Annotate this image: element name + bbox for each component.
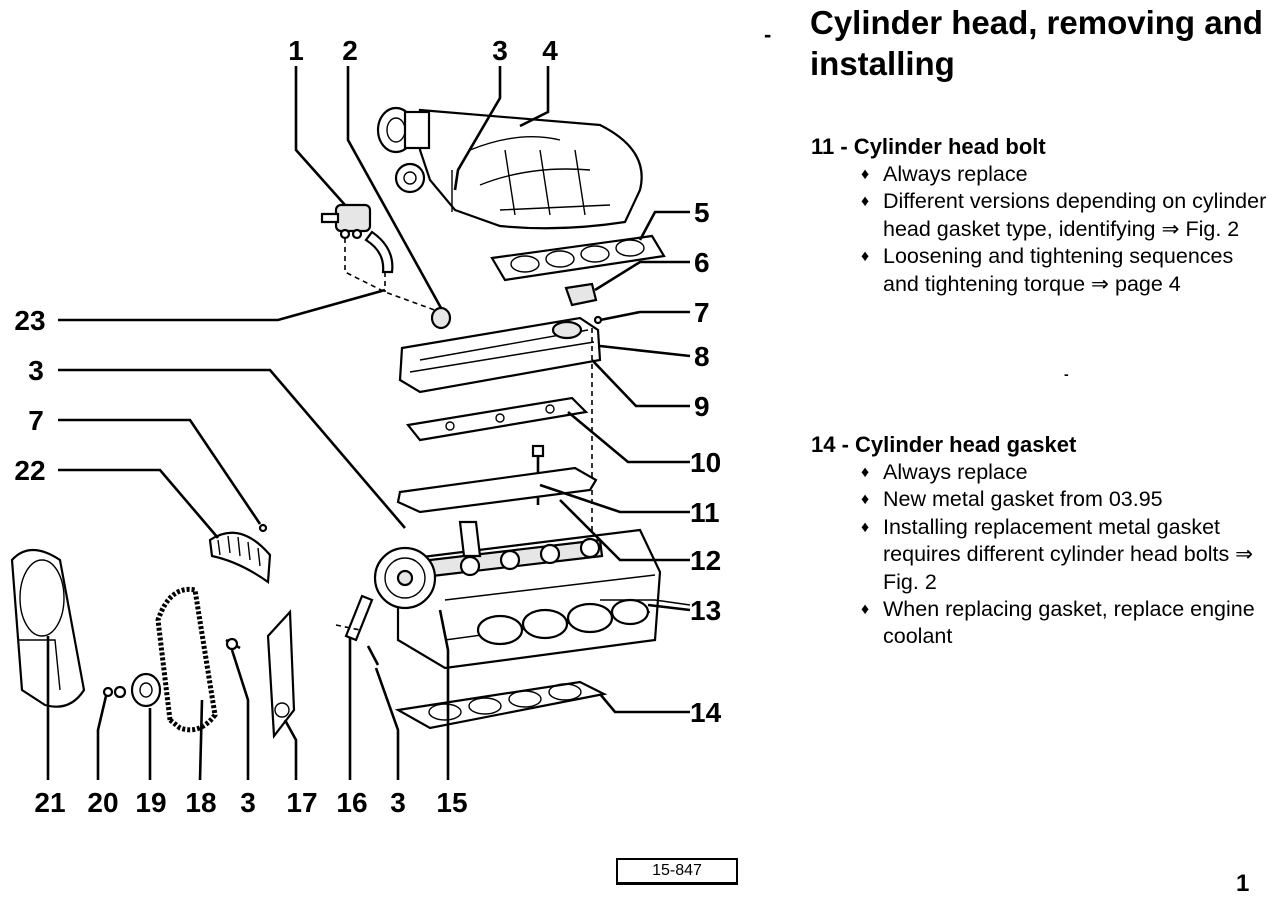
exploded-view-diagram: 1 2 3 4 5 6 7 8 9 10 11 12 13 14 3 7 22 … xyxy=(10,35,722,818)
diamond-bullet-icon: ♦ xyxy=(861,464,870,481)
list-item: ♦Different versions depending on cylinde… xyxy=(861,189,1267,241)
callout-6: 6 xyxy=(694,247,710,278)
list-item: ♦Always replace xyxy=(861,161,1271,188)
bullet-list: ♦Always replace ♦Different versions depe… xyxy=(811,161,1271,298)
manifold-gasket xyxy=(490,234,666,282)
callout-8: 8 xyxy=(694,341,710,372)
callout-18: 18 xyxy=(185,787,216,818)
callout-3-bottom: 3 xyxy=(240,787,256,818)
callout-20: 20 xyxy=(87,787,118,818)
diamond-bullet-icon: ♦ xyxy=(861,491,870,509)
callout-13: 13 xyxy=(690,595,721,626)
callout-23: 23 xyxy=(14,305,45,336)
callout-7-left: 7 xyxy=(28,405,44,436)
rear-belt-guard xyxy=(208,523,272,585)
section-cylinder-head-bolt: 11 - Cylinder head bolt ♦Always replace … xyxy=(811,133,1271,298)
callout-22: 22 xyxy=(14,455,45,486)
section-heading: 11 - Cylinder head bolt xyxy=(811,134,1046,159)
callout-5: 5 xyxy=(694,197,710,228)
callout-12: 12 xyxy=(690,545,721,576)
diamond-bullet-icon: ♦ xyxy=(861,193,870,211)
list-item: ♦Installing replacement metal gasket req… xyxy=(861,514,1254,594)
bullet-list: ♦Always replace ♦New metal gasket from 0… xyxy=(811,459,1271,651)
callout-21: 21 xyxy=(34,787,65,818)
section-heading: 14 - Cylinder head gasket xyxy=(811,432,1077,457)
nut xyxy=(102,686,114,698)
callout-11: 11 xyxy=(690,497,720,528)
callout-15: 15 xyxy=(436,787,467,818)
callout-2: 2 xyxy=(342,35,358,66)
diamond-bullet-icon: ♦ xyxy=(861,601,870,619)
cylinder-head xyxy=(373,520,662,670)
callout-7: 7 xyxy=(694,297,710,328)
callout-9: 9 xyxy=(694,391,710,422)
callout-3-left: 3 xyxy=(28,355,44,386)
bolt xyxy=(366,645,380,666)
seal-strip xyxy=(396,466,598,514)
oil-filler-cap xyxy=(430,306,452,330)
toothed-belt xyxy=(155,586,218,733)
callout-17: 17 xyxy=(286,787,317,818)
section-cylinder-head-gasket: 14 - Cylinder head gasket ♦Always replac… xyxy=(811,431,1271,651)
callout-3: 3 xyxy=(492,35,508,66)
diamond-bullet-icon: ♦ xyxy=(861,166,870,183)
toothed-belt-cover xyxy=(10,548,86,708)
intake-manifold-upper xyxy=(376,106,643,230)
callout-16: 16 xyxy=(336,787,367,818)
callout-numbers: 1 2 3 4 5 6 7 8 9 10 11 12 13 14 3 7 22 … xyxy=(14,35,721,818)
margin-dash: - xyxy=(764,22,772,47)
page-title: Cylinder head, removing and installing xyxy=(810,4,1263,82)
tensioner-lever xyxy=(344,594,374,642)
callout-4: 4 xyxy=(542,35,558,66)
list-item: ♦New metal gasket from 03.95 xyxy=(861,486,1271,513)
margin-dash: - xyxy=(1064,366,1069,382)
breather-fitting xyxy=(320,203,394,274)
diamond-bullet-icon: ♦ xyxy=(861,248,870,266)
tensioner-roller xyxy=(130,672,162,708)
callout-1: 1 xyxy=(288,35,304,66)
list-item: ♦Loosening and tightening sequences and … xyxy=(861,244,1234,296)
washer xyxy=(113,685,127,699)
diamond-bullet-icon: ♦ xyxy=(861,518,870,536)
figure-number: 15-847 xyxy=(616,858,738,885)
callout-10: 10 xyxy=(690,447,721,478)
callout-19: 19 xyxy=(135,787,166,818)
callout-3-bottom-2: 3 xyxy=(390,787,406,818)
callout-14: 14 xyxy=(690,697,722,728)
bracket xyxy=(564,282,598,307)
page-number: 1 xyxy=(1236,870,1250,897)
cylinder-head-cover xyxy=(398,315,603,394)
leader-lines xyxy=(46,66,691,781)
list-item: ♦When replacing gasket, replace engine c… xyxy=(861,597,1255,649)
cylinder-head-gasket xyxy=(394,680,608,730)
list-item: ♦Always replace xyxy=(861,459,1271,486)
cover-gasket xyxy=(405,396,589,442)
